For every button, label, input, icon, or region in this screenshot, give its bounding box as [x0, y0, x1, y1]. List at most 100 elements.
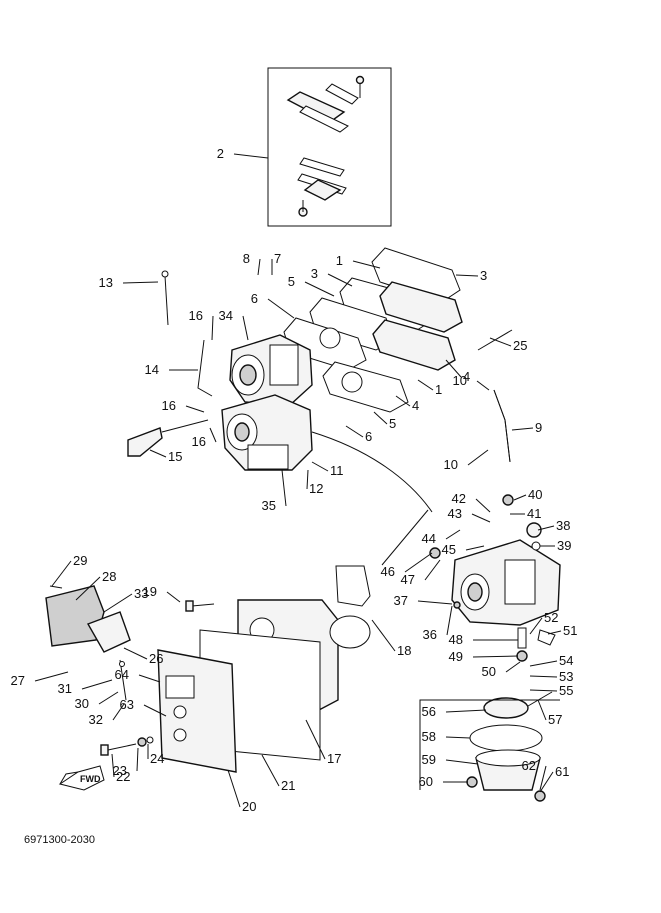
leader-line	[242, 315, 249, 341]
leader-line	[373, 411, 388, 425]
leader-line	[539, 771, 554, 793]
reed-valve-plate-part	[286, 75, 365, 217]
leader-line	[424, 559, 441, 581]
callout-number: 58	[422, 729, 436, 744]
callout-number: 7	[274, 251, 281, 266]
leader-line	[185, 405, 205, 413]
callout-number: 50	[482, 664, 496, 679]
callout-number: 3	[311, 266, 318, 281]
leader-line	[489, 337, 512, 347]
callout-number: 37	[394, 593, 408, 608]
callout-number: 8	[243, 251, 250, 266]
callout-number: 35	[262, 498, 276, 513]
callout-number: 10	[453, 373, 467, 388]
leader-line	[529, 675, 558, 678]
callout-number: 16	[192, 434, 206, 449]
callout-number: 57	[548, 712, 562, 727]
callout-number: 16	[189, 308, 203, 323]
callout-number: 20	[242, 799, 256, 814]
silencer-cover-part	[157, 565, 371, 773]
leader-line	[547, 630, 562, 635]
callout-number: 9	[535, 420, 542, 435]
callout-number: 4	[412, 398, 419, 413]
reference-code: 6971300-2030	[24, 834, 95, 846]
callout-number: 4	[463, 369, 470, 384]
callout-number: 42	[452, 491, 466, 506]
callout-number: 61	[555, 764, 569, 779]
leader-line	[511, 427, 534, 431]
leader-line	[537, 525, 555, 531]
leader-line	[136, 747, 139, 772]
leader-line	[472, 655, 519, 658]
leader-lines	[34, 153, 562, 808]
leader-line	[445, 709, 487, 713]
callout-number: 43	[448, 506, 462, 521]
bolt-parts	[100, 600, 215, 756]
callout-number: 52	[544, 610, 558, 625]
lower-carburetor-part	[221, 394, 313, 471]
leader-line	[98, 691, 119, 705]
leader-line	[476, 380, 490, 391]
callout-number: 34	[219, 308, 233, 323]
leader-line	[529, 617, 543, 635]
leader-line	[445, 529, 461, 540]
callout-number: 56	[422, 704, 436, 719]
leader-line	[417, 379, 434, 391]
intake-gasket-stack	[283, 247, 513, 413]
callout-number: 30	[75, 696, 89, 711]
reed-valve-inset	[267, 67, 392, 227]
callout-number: 38	[556, 518, 570, 533]
leader-line	[475, 498, 491, 513]
leader-line	[51, 560, 72, 587]
leader-line	[149, 449, 167, 458]
callout-number: 54	[559, 653, 573, 668]
float-bowl-part	[419, 691, 560, 802]
leader-line	[123, 647, 148, 660]
callout-number: 47	[401, 572, 415, 587]
callout-number: 19	[143, 584, 157, 599]
leader-line	[471, 513, 491, 523]
callout-number: 17	[327, 751, 341, 766]
callout-number: 44	[422, 531, 436, 546]
leader-line	[529, 660, 558, 667]
leader-line	[537, 699, 547, 721]
leader-line	[417, 600, 453, 605]
callout-number: 12	[309, 481, 323, 496]
callout-number: 15	[168, 449, 182, 464]
leader-line	[267, 298, 295, 319]
leader-line	[112, 703, 125, 721]
callout-number: 23	[113, 763, 127, 778]
solenoid-part	[45, 585, 131, 701]
callout-number: 22	[116, 769, 130, 784]
upper-carburetor-part	[229, 334, 313, 406]
callout-number: 36	[423, 627, 437, 642]
callout-number: 25	[513, 338, 527, 353]
callout-number: 32	[89, 712, 103, 727]
callout-number: 59	[422, 752, 436, 767]
callout-number: 27	[11, 673, 25, 688]
leader-line	[529, 689, 558, 692]
callout-number: 6	[365, 429, 372, 444]
leader-line	[395, 395, 411, 407]
leader-line	[227, 769, 241, 808]
fuel-hose-part	[311, 389, 511, 513]
leader-line	[352, 260, 381, 269]
leader-line	[505, 661, 521, 673]
leader-line	[327, 273, 353, 287]
callout-number: 63	[120, 697, 134, 712]
callout-number: 10	[444, 457, 458, 472]
callout-number: 18	[397, 643, 411, 658]
callout-number: 6	[251, 291, 258, 306]
callout-number: 48	[449, 632, 463, 647]
callout-number: 46	[381, 564, 395, 579]
leader-line	[233, 153, 269, 159]
leader-line	[446, 605, 453, 636]
callout-number: 53	[559, 669, 573, 684]
leader-line	[539, 765, 547, 791]
callout-number: 11	[330, 463, 344, 478]
callout-number: 45	[442, 542, 456, 557]
leader-line	[371, 619, 396, 652]
callout-number: 49	[449, 649, 463, 664]
